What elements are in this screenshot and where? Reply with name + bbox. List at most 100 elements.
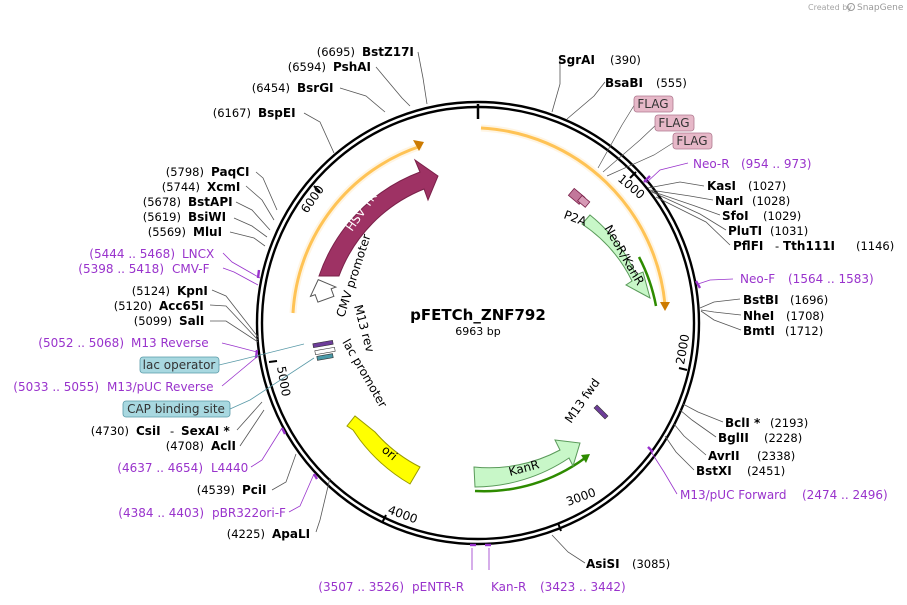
enzyme-name: Acc65I bbox=[159, 299, 204, 313]
m13-fwd-mark[interactable] bbox=[593, 404, 609, 420]
enzyme-name: MluI bbox=[193, 225, 222, 239]
enzyme-bstz17i[interactable]: (6695) BstZ17I bbox=[317, 45, 414, 59]
primer-cmv-f[interactable]: (5398 .. 5418) CMV-F bbox=[78, 262, 209, 276]
snapgene-credit: Created by SnapGene bbox=[808, 3, 904, 13]
primer-l4440[interactable]: (4637 .. 4654) L4440 bbox=[117, 461, 248, 475]
enzyme-name: ApaLI bbox=[272, 527, 310, 541]
enzyme-xcmi[interactable]: (5744) XcmI bbox=[162, 180, 241, 194]
enzyme-name: KpnI bbox=[177, 284, 208, 298]
flag-box-bg bbox=[672, 132, 713, 150]
primer-name: M13/pUC Reverse bbox=[107, 380, 214, 394]
tick-1000 bbox=[629, 171, 637, 179]
enzyme-asisi[interactable]: AsiSI (3085) bbox=[586, 557, 670, 571]
tick-2000 bbox=[678, 367, 688, 371]
enzyme-apali[interactable]: (4225) ApaLI bbox=[227, 527, 310, 541]
enzyme-pcii[interactable]: (4539) PciI bbox=[197, 483, 267, 497]
enzyme-avrii[interactable]: AvrII (2338) bbox=[708, 449, 795, 463]
enzyme-pos: (1028) bbox=[752, 194, 790, 208]
flag-box-1[interactable]: FLAG bbox=[633, 95, 674, 113]
enzyme-pos: (4225) bbox=[227, 527, 265, 541]
primer-name: M13/pUC Forward bbox=[680, 488, 787, 502]
hsv-tk-feature[interactable]: HSV TK bbox=[318, 158, 439, 277]
orf-arc-top-right-glow bbox=[480, 124, 669, 306]
enzyme-pflfi-tth111i[interactable]: PflFI - Tth111I (1146) bbox=[733, 239, 894, 253]
enzyme-name: NarI bbox=[715, 194, 744, 208]
enzyme-sfoi[interactable]: SfoI (1029) bbox=[722, 209, 801, 223]
primer-m13-reverse[interactable]: (5052 .. 5068) M13 Reverse bbox=[38, 336, 208, 350]
neor-green-arc bbox=[637, 256, 658, 307]
enzyme-pos: (1696) bbox=[790, 293, 828, 307]
enzyme-nari[interactable]: NarI (1028) bbox=[715, 194, 790, 208]
enzyme-pos: (5619) bbox=[143, 210, 181, 224]
enzyme-bcli[interactable]: BclI * (2193) bbox=[725, 416, 808, 430]
enzyme-sgrai[interactable]: SgrAI (390) bbox=[558, 53, 641, 67]
enzyme-bspei[interactable]: (6167) BspEI bbox=[213, 106, 296, 120]
primer-neo-r[interactable]: Neo-R (954 .. 973) bbox=[693, 157, 811, 171]
enzyme-kasi[interactable]: KasI (1027) bbox=[707, 179, 786, 193]
enzyme-pos: (6454) bbox=[252, 81, 290, 95]
enzyme-name: SgrAI bbox=[558, 53, 595, 67]
neor-kanr-arrow[interactable] bbox=[581, 214, 651, 299]
credit-prefix: Created by bbox=[808, 3, 852, 12]
lac-operator-box[interactable]: lac operator bbox=[139, 356, 220, 374]
enzyme-bstbi[interactable]: BstBI (1696) bbox=[743, 293, 828, 307]
enzyme-pos: (6167) bbox=[213, 106, 251, 120]
m13-rev-lac-promoter[interactable]: M13 rev lac promoter bbox=[312, 303, 390, 410]
ori-arrow[interactable] bbox=[346, 415, 421, 485]
ori-feature[interactable]: ori bbox=[346, 415, 421, 485]
enzyme-bsiwi[interactable]: (5619) BsiWI bbox=[143, 210, 226, 224]
enzyme-pos: (2193) bbox=[770, 416, 808, 430]
cap-binding-site-box[interactable]: CAP binding site bbox=[122, 400, 231, 418]
boxed-features: FLAG FLAG FLAG lac operator CAP binding … bbox=[122, 95, 713, 418]
orf-arc-left-glow bbox=[289, 142, 423, 314]
hsv-tk-arrow[interactable] bbox=[318, 158, 439, 277]
flag-box-3[interactable]: FLAG bbox=[672, 132, 713, 150]
enzyme-bstapi[interactable]: (5678) BstAPI bbox=[143, 195, 233, 209]
primer-range: (4384 .. 4403) bbox=[118, 506, 204, 520]
cmv-promoter-arrow[interactable] bbox=[306, 275, 339, 304]
primer-kan-r[interactable]: Kan-R (3423 .. 3442) bbox=[491, 580, 626, 594]
kanr-arrow[interactable] bbox=[473, 439, 581, 488]
primer-m13-puc-reverse[interactable]: (5033 .. 5055) M13/pUC Reverse bbox=[13, 380, 213, 394]
primer-neo-f[interactable]: Neo-F (1564 .. 1583) bbox=[740, 272, 874, 286]
enzyme-bmti[interactable]: BmtI (1712) bbox=[743, 324, 823, 338]
enzyme-csii-sexai[interactable]: (4730) CsiI - SexAI * bbox=[91, 424, 231, 438]
enzyme-pos: (4539) bbox=[197, 483, 235, 497]
primer-pentr-r[interactable]: (3507 .. 3526) pENTR-R bbox=[318, 580, 464, 594]
p2a-feature[interactable]: P2A bbox=[562, 187, 591, 229]
enzyme-mlui[interactable]: (5569) MluI bbox=[148, 225, 222, 239]
lac-operator-mark bbox=[314, 346, 336, 356]
enzyme-name: BstXI bbox=[696, 464, 732, 478]
enzyme-pos: (2338) bbox=[757, 449, 795, 463]
enzyme-name: BglII bbox=[718, 431, 749, 445]
enzyme-nhei[interactable]: NheI (1708) bbox=[743, 309, 824, 323]
enzyme-pos: (2451) bbox=[747, 464, 785, 478]
enzyme-bstxi[interactable]: BstXI (2451) bbox=[696, 464, 785, 478]
enzyme-pshai[interactable]: (6594) PshAI bbox=[288, 60, 371, 74]
kanr-feature[interactable]: KanR bbox=[473, 439, 581, 488]
enzyme-pos: (1029) bbox=[763, 209, 801, 223]
enzyme-name: CsiI bbox=[136, 424, 161, 438]
m13-rev-mark bbox=[312, 339, 334, 349]
enzyme-acli[interactable]: (4708) AclI bbox=[166, 439, 236, 453]
tick-3000 bbox=[557, 522, 562, 532]
enzyme-bglii[interactable]: BglII (2228) bbox=[718, 431, 802, 445]
primer-name: pBR322ori-F bbox=[212, 506, 286, 520]
flag-box-2[interactable]: FLAG bbox=[654, 114, 695, 132]
p2a-mark-2 bbox=[577, 194, 591, 208]
enzyme-kpni[interactable]: (5124) KpnI bbox=[132, 284, 208, 298]
primer-pbr322ori-f[interactable]: (4384 .. 4403) pBR322ori-F bbox=[118, 506, 286, 520]
m13-fwd-feature[interactable]: M13 fwd bbox=[562, 376, 609, 426]
primer-lncx[interactable]: (5444 .. 5468) LNCX bbox=[89, 247, 214, 261]
enzyme-sali[interactable]: (5099) SalI bbox=[134, 314, 205, 328]
enzyme-bsrgi[interactable]: (6454) BsrGI bbox=[252, 81, 334, 95]
enzyme-paqci[interactable]: (5798) PaqCI bbox=[166, 165, 250, 179]
enzyme-acc65i[interactable]: (5120) Acc65I bbox=[114, 299, 204, 313]
enzyme-bsabi[interactable]: BsaBI (555) bbox=[605, 76, 687, 90]
enzyme-pluti[interactable]: PluTI (1031) bbox=[728, 224, 808, 238]
primer-m13-puc-forward[interactable]: M13/pUC Forward (2474 .. 2496) bbox=[680, 488, 888, 502]
enzyme-name-2: Tth111I bbox=[783, 239, 835, 253]
enzyme-name: PshAI bbox=[333, 60, 371, 74]
enzyme-pos: (2228) bbox=[764, 431, 802, 445]
